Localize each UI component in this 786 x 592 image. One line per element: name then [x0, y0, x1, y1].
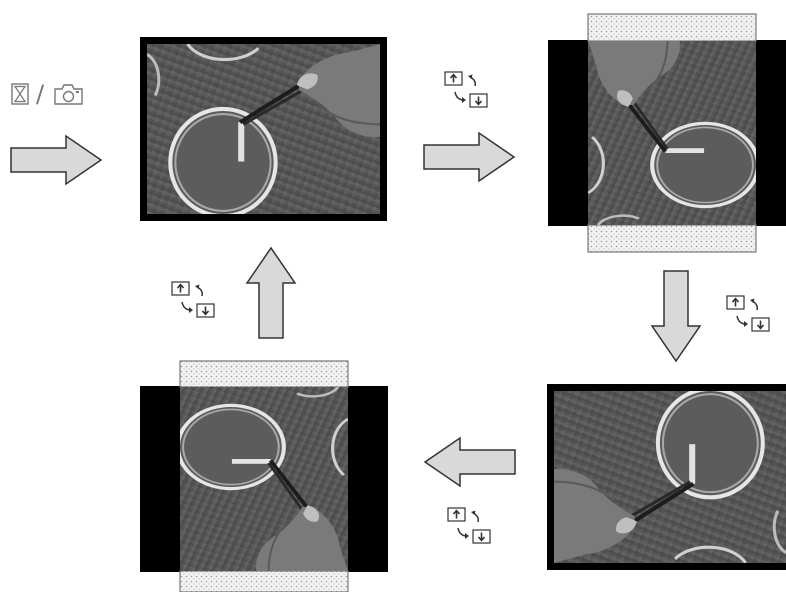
- arrow-step-3: [425, 438, 515, 486]
- padding-top: [180, 361, 348, 387]
- frame-rotated-180: [547, 384, 786, 570]
- hourglass-icon: [12, 84, 28, 104]
- padding-bottom: [588, 225, 756, 252]
- frame-original: [140, 37, 387, 221]
- rotate-icon-3: [448, 508, 490, 543]
- start-separator: /: [36, 82, 44, 106]
- rotate-icon-1: [445, 72, 487, 107]
- rotate-icon-4: [172, 282, 214, 317]
- padding-top: [588, 14, 756, 41]
- frame-rotated-90: [548, 14, 786, 252]
- padding-bottom: [180, 571, 348, 592]
- rotate-icon-2: [727, 296, 769, 331]
- camera-icon: [55, 85, 82, 104]
- arrow-step-1: [424, 133, 514, 181]
- arrow-step-4: [247, 248, 295, 338]
- arrow-step-2: [652, 271, 700, 361]
- arrow-input: [11, 136, 101, 184]
- frame-rotated-270: [140, 361, 388, 592]
